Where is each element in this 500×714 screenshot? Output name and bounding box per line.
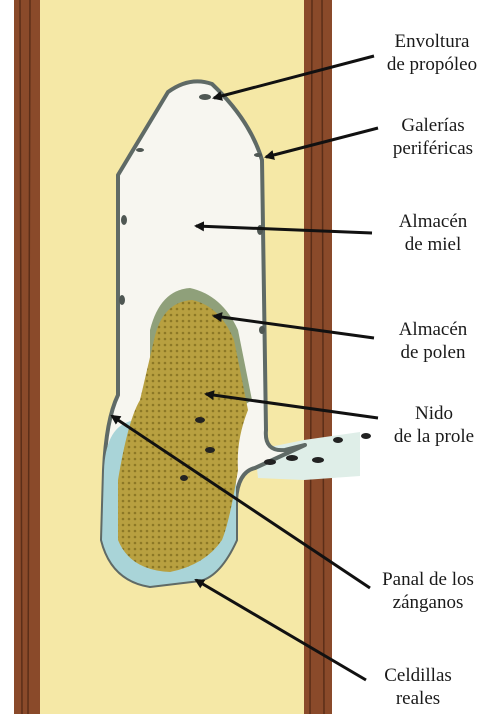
label-celdillas: Celdillas reales bbox=[366, 664, 470, 710]
label-envoltura: Envoltura de propóleo bbox=[372, 30, 492, 76]
label-zanganos: Panal de los zánganos bbox=[366, 568, 490, 614]
right-trunk-wall bbox=[304, 0, 332, 714]
label-galerias: Galerías periféricas bbox=[374, 114, 492, 160]
label-miel: Almacén de miel bbox=[378, 210, 488, 256]
left-trunk-wall bbox=[14, 0, 40, 714]
label-nido: Nido de la prole bbox=[378, 402, 490, 448]
label-polen: Almacén de polen bbox=[378, 318, 488, 364]
